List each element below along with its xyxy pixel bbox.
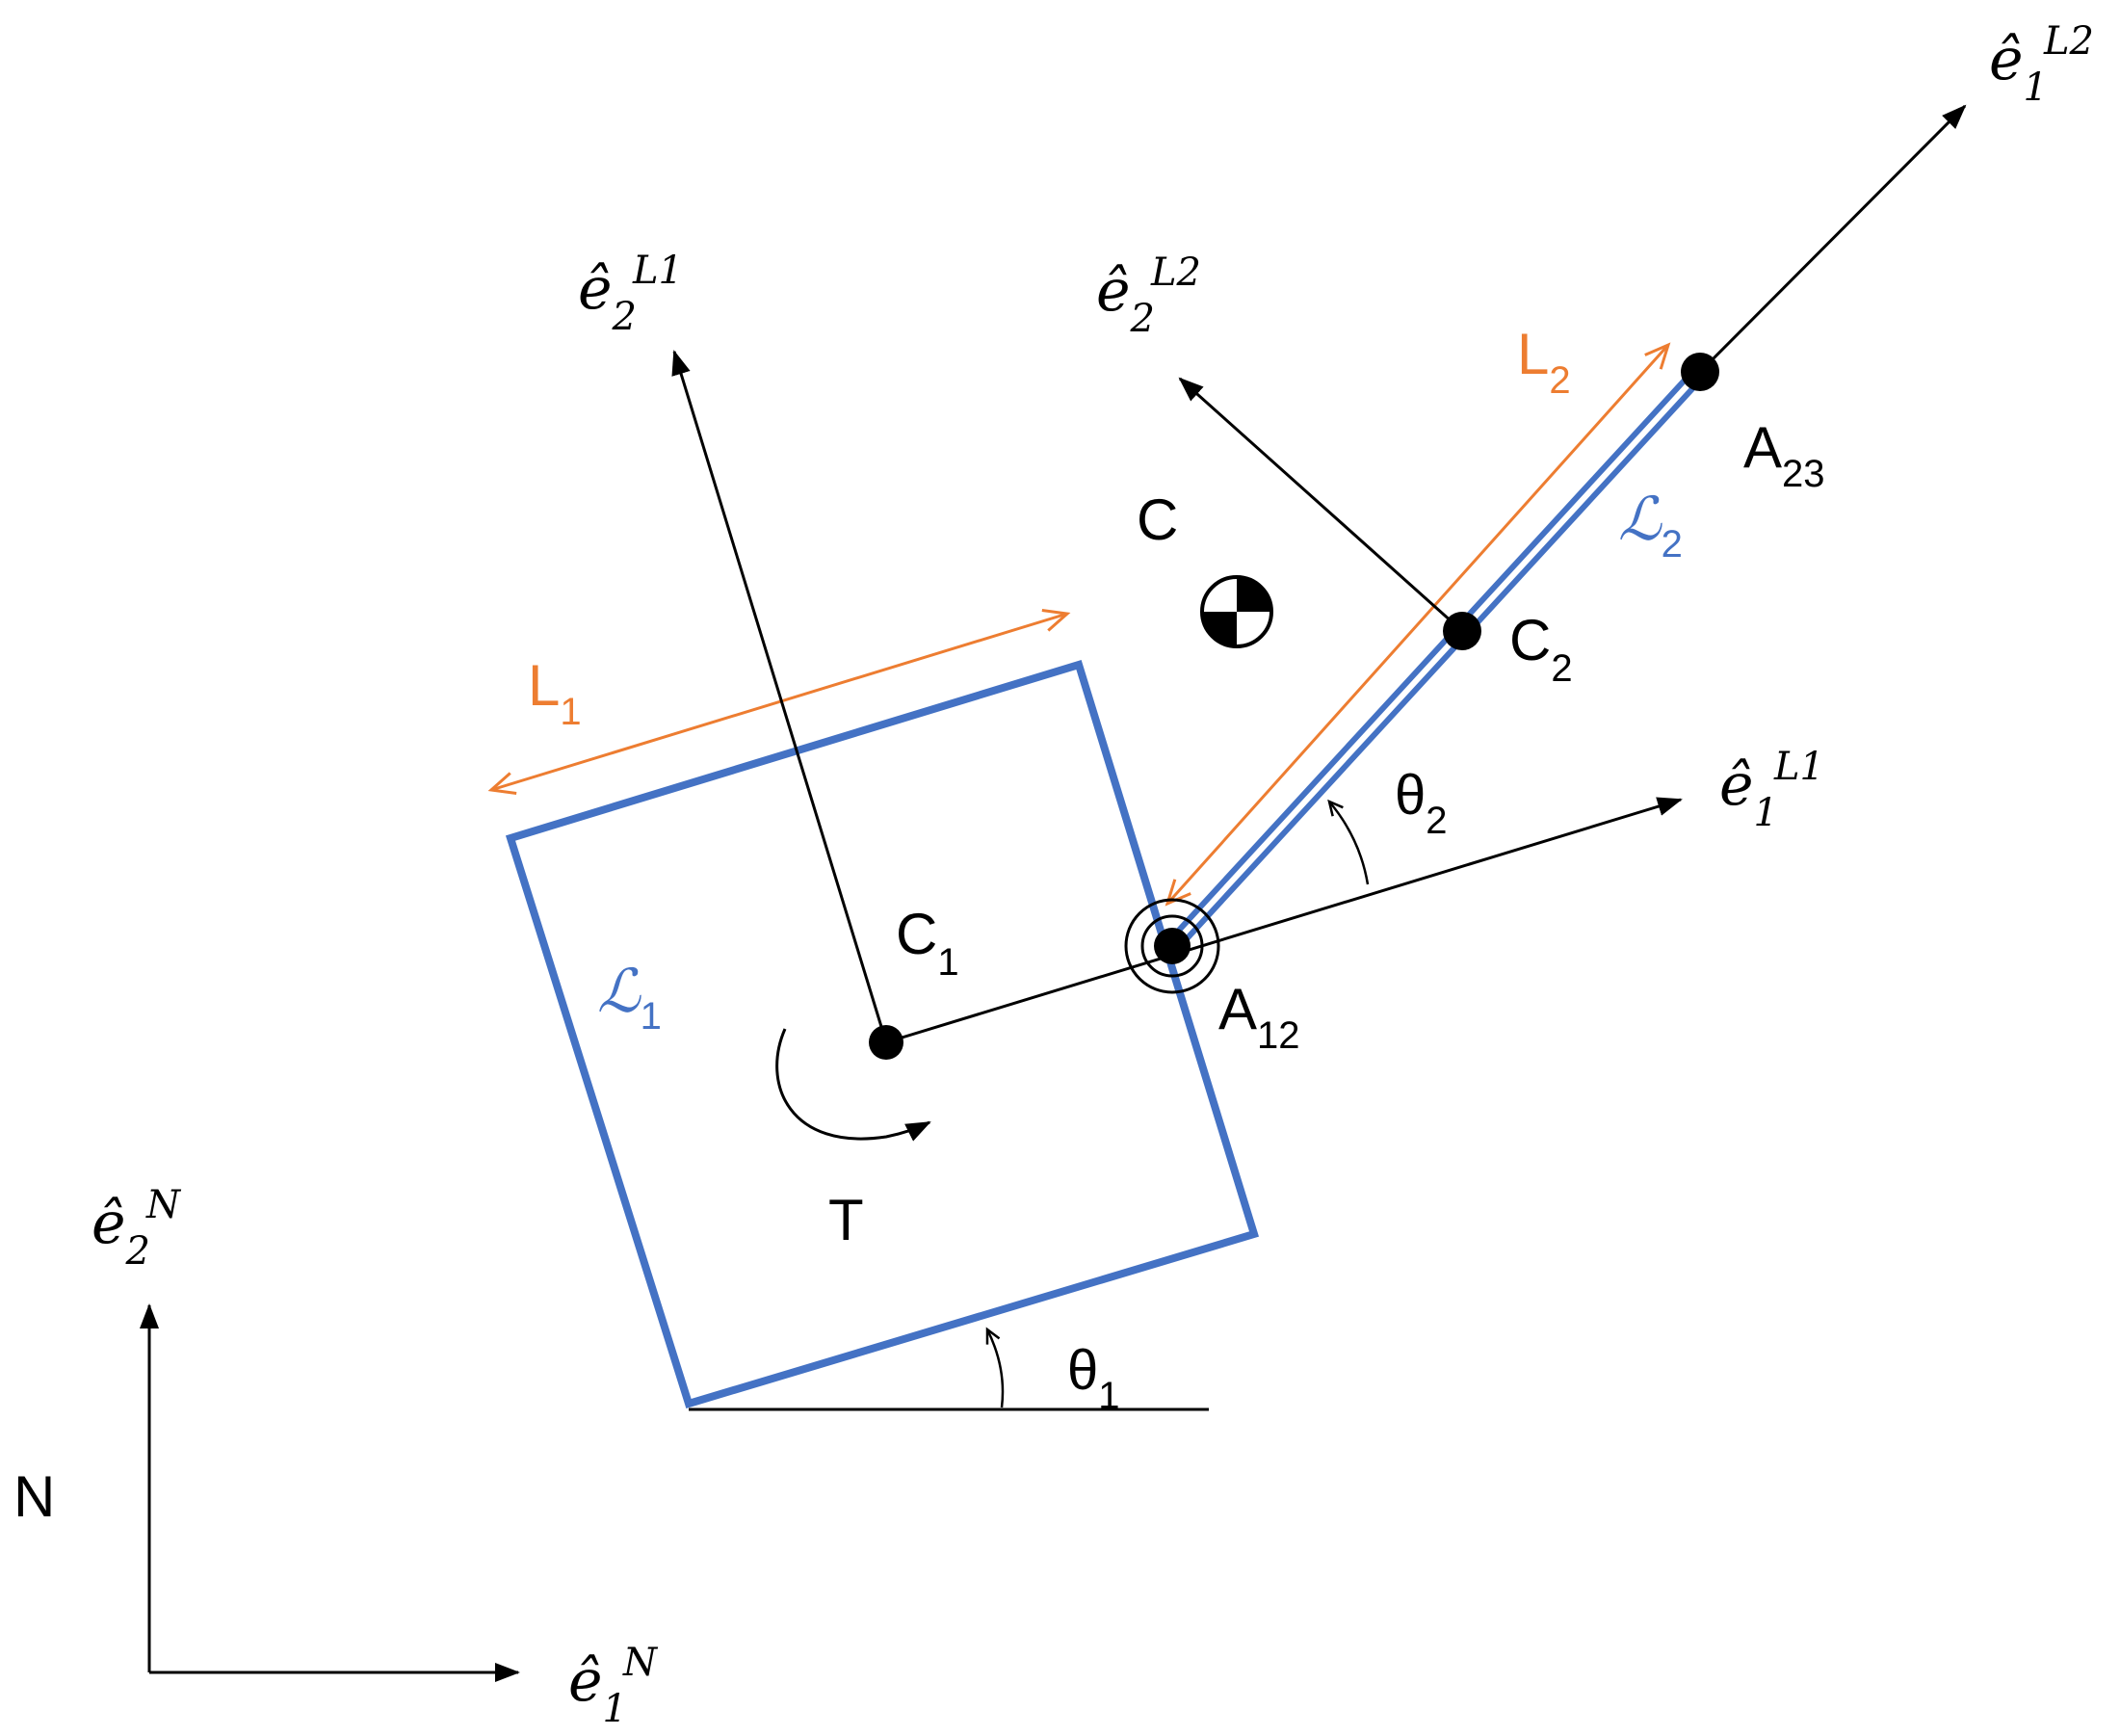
torsion-spring-icon (1124, 898, 1220, 994)
label-L2: L2 (1517, 322, 1571, 402)
curved-arrow-icon (775, 1028, 931, 1142)
label-frame-N: N (13, 1464, 55, 1529)
label-e2-L1: ê2L1 (578, 249, 683, 339)
label-e1-L2: ê1L2 (1989, 19, 2094, 110)
e2-L2-vector (1178, 377, 1463, 633)
label-body2: ℒ2 (1618, 484, 1683, 566)
point-C2 (1443, 612, 1481, 650)
label-T: T (828, 1188, 864, 1252)
label-e2-L2: ê2L2 (1096, 250, 1201, 341)
point-A23 (1681, 353, 1719, 391)
label-L1: L1 (528, 653, 582, 733)
center-of-mass-icon (1200, 575, 1273, 648)
label-A12: A12 (1218, 977, 1300, 1057)
theta1-arc (985, 1327, 1005, 1408)
theta2-arc (1327, 799, 1370, 885)
point-A12 (1154, 928, 1191, 964)
label-C2: C2 (1509, 608, 1573, 690)
L2-dimension-arrow (1165, 342, 1671, 907)
e2-L1-vector (671, 350, 888, 1043)
label-theta2: θ2 (1395, 764, 1448, 842)
label-C1: C1 (896, 902, 959, 984)
link1-body (505, 660, 1260, 1408)
label-body1: ℒ1 (597, 956, 662, 1038)
label-e1-N: ê1N (568, 1641, 659, 1731)
label-e1-L1: ê1L1 (1719, 745, 1824, 835)
e1-L2-vector (1698, 104, 1967, 374)
label-C: C (1137, 487, 1178, 552)
L1-dimension-arrow (487, 609, 1071, 795)
label-theta1: θ1 (1067, 1339, 1120, 1417)
e1-L1-vector (885, 797, 1683, 1044)
link2-rod-inner (1169, 369, 1703, 949)
label-A23: A23 (1743, 415, 1825, 495)
point-C1 (869, 1025, 903, 1060)
label-e2-N: ê2N (92, 1183, 182, 1274)
